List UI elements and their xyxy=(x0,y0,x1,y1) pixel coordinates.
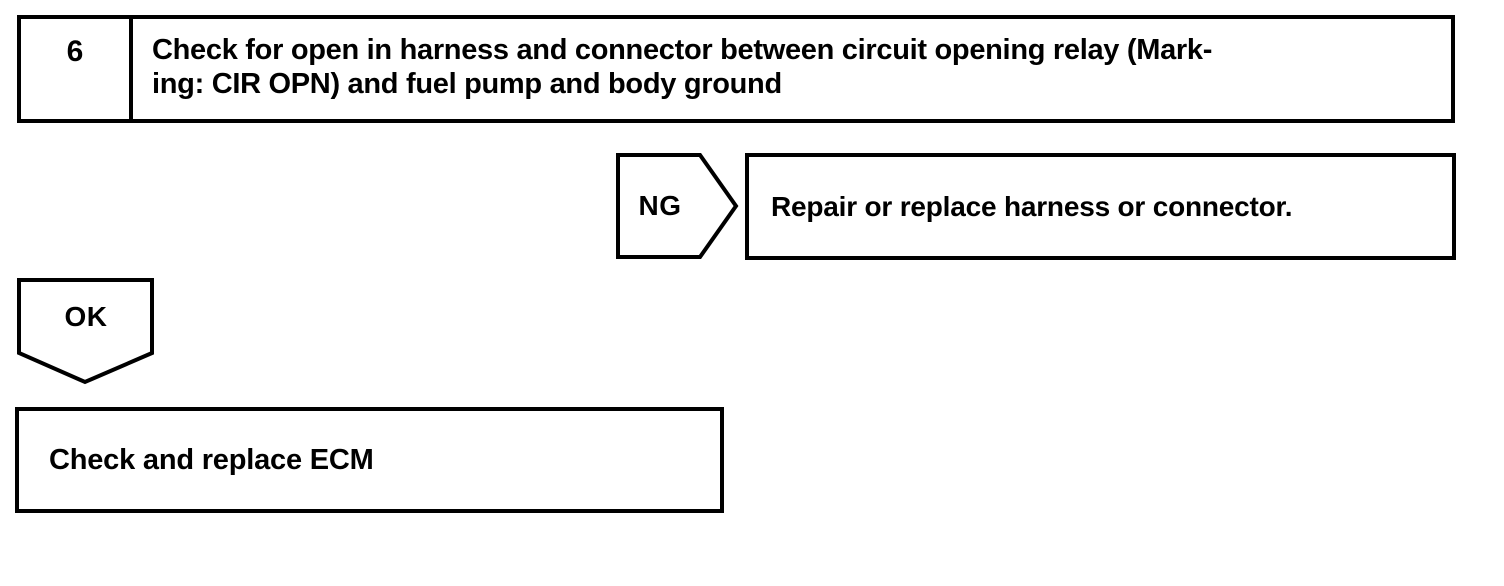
ok-label: OK xyxy=(64,300,108,332)
step-instruction-line-1: Check for open in harness and connector … xyxy=(152,34,1213,66)
ng-connector: NG xyxy=(616,153,740,261)
ok-pentagon-icon xyxy=(17,278,154,385)
ng-action-box: Repair or replace harness or connector. xyxy=(745,153,1456,260)
ok-connector: OK xyxy=(17,278,155,385)
ok-action-box: Check and replace ECM xyxy=(15,407,724,513)
step-number: 6 xyxy=(21,19,133,119)
ng-action-text: Repair or replace harness or connector. xyxy=(771,190,1293,222)
ng-pentagon-icon xyxy=(616,153,739,259)
step-instruction: Check for open in harness and connector … xyxy=(133,19,1451,119)
ng-label: NG xyxy=(638,190,682,221)
ok-action-text: Check and replace ECM xyxy=(49,443,374,476)
step-instruction-line-2: ing: CIR OPN) and fuel pump and body gro… xyxy=(152,68,782,100)
step-header-box: 6 Check for open in harness and connecto… xyxy=(17,15,1455,123)
